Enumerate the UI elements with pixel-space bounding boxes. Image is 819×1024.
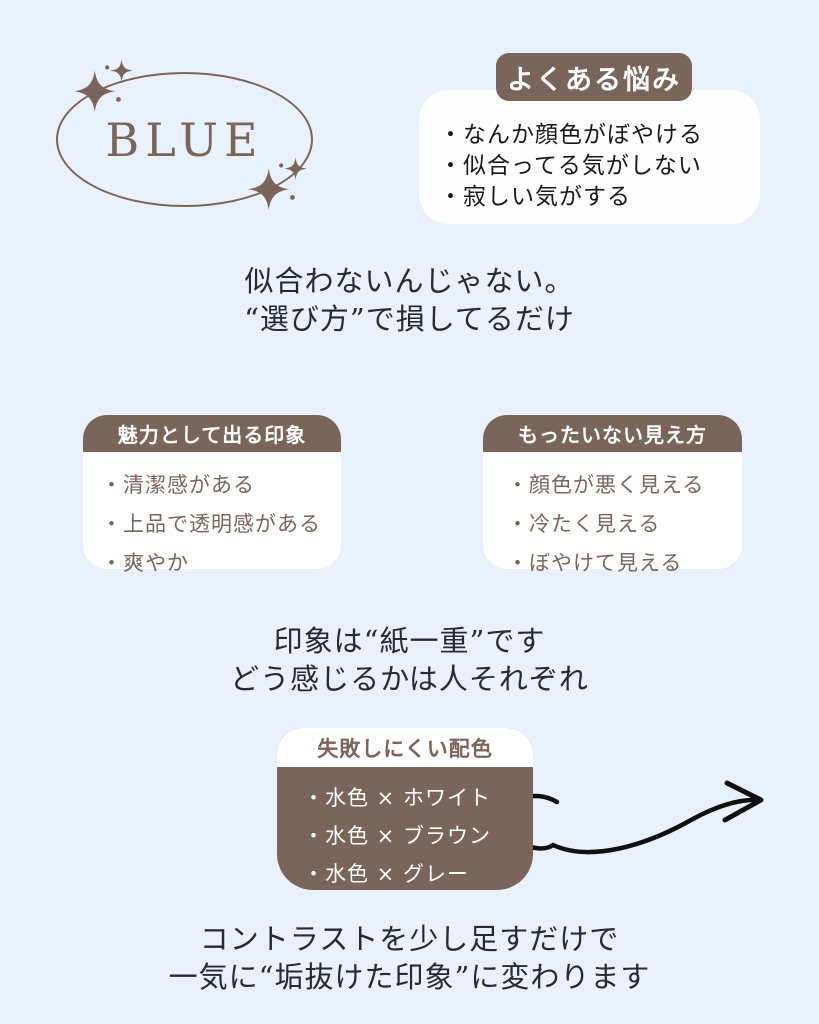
logo-title: BLUE — [105, 112, 264, 167]
list-item: ・爽やか — [101, 551, 189, 575]
pros-card: 魅力として出る印象 ・清潔感がある ・上品で透明感がある ・爽やか — [83, 415, 341, 575]
statement-2: 印象は“紙一重”です どう感じるかは人それぞれ — [0, 622, 819, 698]
list-item: ・清潔感がある — [101, 473, 255, 497]
worries-header-badge: よくある悩み — [496, 53, 692, 101]
worries-card: ・なんか顔色がぼやける ・似合ってる気がしない ・寂しい気がする — [419, 90, 760, 224]
sparkle-icon — [74, 59, 133, 112]
palette-card-body: ・水色 × ホワイト ・水色 × ブラウン ・水色 × グレー — [277, 767, 533, 893]
list-item: ・似合ってる気がしない — [439, 153, 702, 179]
palette-header-label: 失敗しにくい配色 — [317, 736, 493, 761]
list-item: ・ぼやけて見える — [507, 551, 683, 575]
statement-line: 一気に“垢抜けた印象”に変わります — [168, 960, 651, 994]
pros-card-body: ・清潔感がある ・上品で透明感がある ・爽やか — [83, 452, 341, 583]
list-item: ・冷たく見える — [507, 512, 661, 536]
cons-header-label: もったいない見え方 — [518, 423, 707, 447]
palette-card-header: 失敗しにくい配色 — [277, 728, 533, 767]
list-item: ・顔色が悪く見える — [507, 473, 705, 497]
cons-card-header: もったいない見え方 — [483, 415, 742, 452]
pros-card-header: 魅力として出る印象 — [83, 415, 341, 452]
sparkle-icon — [248, 157, 307, 210]
logo-ellipse: BLUE — [56, 72, 313, 207]
cons-card: もったいない見え方 ・顔色が悪く見える ・冷たく見える ・ぼやけて見える — [483, 415, 742, 575]
statement-line: 似合わないんじゃない。 — [244, 264, 575, 298]
list-item: ・上品で透明感がある — [101, 512, 321, 536]
statement-line: “選び方”で損してるだけ — [244, 302, 575, 336]
list-item: ・寂しい気がする — [439, 184, 631, 210]
statement-line: どう感じるかは人それぞれ — [230, 662, 589, 696]
list-item: ・水色 × ホワイト — [303, 786, 491, 810]
worries-header-label: よくある悩み — [507, 64, 681, 96]
statement-line: コントラストを少し足すだけで — [199, 922, 620, 956]
list-item: ・なんか顔色がぼやける — [439, 122, 703, 148]
curved-arrow-icon — [506, 780, 764, 855]
palette-card: 失敗しにくい配色 ・水色 × ホワイト ・水色 × ブラウン ・水色 × グレー — [277, 728, 533, 890]
pros-header-label: 魅力として出る印象 — [117, 423, 307, 447]
list-item: ・水色 × グレー — [303, 862, 469, 886]
statement-3: コントラストを少し足すだけで 一気に“垢抜けた印象”に変わります — [0, 920, 819, 996]
statement-1: 似合わないんじゃない。 “選び方”で損してるだけ — [0, 262, 819, 338]
list-item: ・水色 × ブラウン — [303, 824, 491, 848]
statement-line: 印象は“紙一重”です — [273, 624, 546, 658]
cons-card-body: ・顔色が悪く見える ・冷たく見える ・ぼやけて見える — [483, 452, 742, 583]
